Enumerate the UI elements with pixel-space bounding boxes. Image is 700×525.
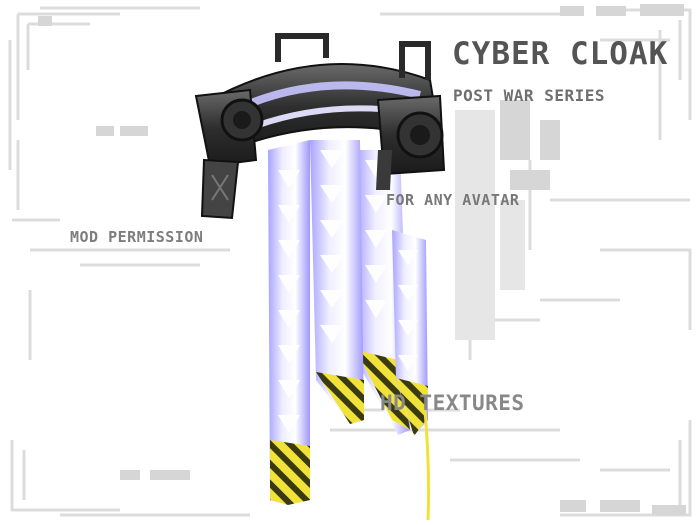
product-series: POST WAR SERIES	[453, 86, 605, 105]
product-title: CYBER CLOAK	[452, 36, 669, 72]
cloak-collar	[194, 33, 446, 220]
feature-permission: MOD PERMISSION	[70, 228, 204, 246]
feature-avatar: FOR ANY AVATAR	[386, 191, 520, 209]
feature-textures: HD TEXTURES	[380, 391, 525, 415]
